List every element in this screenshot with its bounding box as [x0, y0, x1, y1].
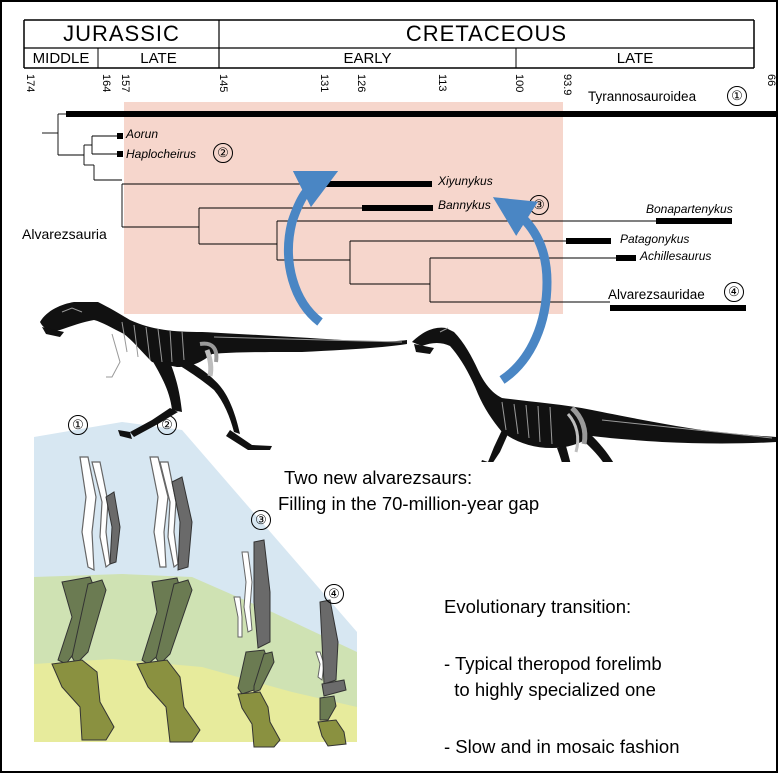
forelimb-marker-3: ③	[251, 510, 271, 530]
taxon-aorun: Aorun	[126, 127, 158, 141]
clade-marker-2: ②	[213, 143, 233, 163]
range-bar-haplocheirus	[117, 151, 123, 157]
arrow-to-xiyunykus	[288, 180, 320, 322]
skeleton-layer	[2, 162, 776, 462]
range-bar-tyrannosauroidea	[66, 111, 776, 117]
clade-marker-1: ①	[727, 86, 747, 106]
headline-line-2: Filling in the 70-million-year gap	[278, 492, 539, 516]
taxon-haplocheirus: Haplocheirus	[126, 147, 196, 161]
bannykus-skeleton	[412, 328, 776, 462]
transition-title: Evolutionary transition:	[444, 595, 631, 619]
transition-point-1-line-2: to highly specialized one	[444, 678, 656, 702]
headline-line-1: Two new alvarezsaurs:	[284, 466, 472, 490]
range-bar-aorun	[117, 133, 123, 139]
forelimb-marker-4: ④	[324, 584, 344, 604]
xiyunykus-skeleton	[40, 302, 407, 450]
transition-point-2: - Slow and in mosaic fashion	[444, 735, 679, 759]
transition-point-1-line-1: - Typical theropod forelimb	[444, 652, 662, 676]
taxon-tyrannosauroidea: Tyrannosauroidea	[588, 89, 696, 104]
arrow-to-bannykus	[502, 208, 547, 380]
